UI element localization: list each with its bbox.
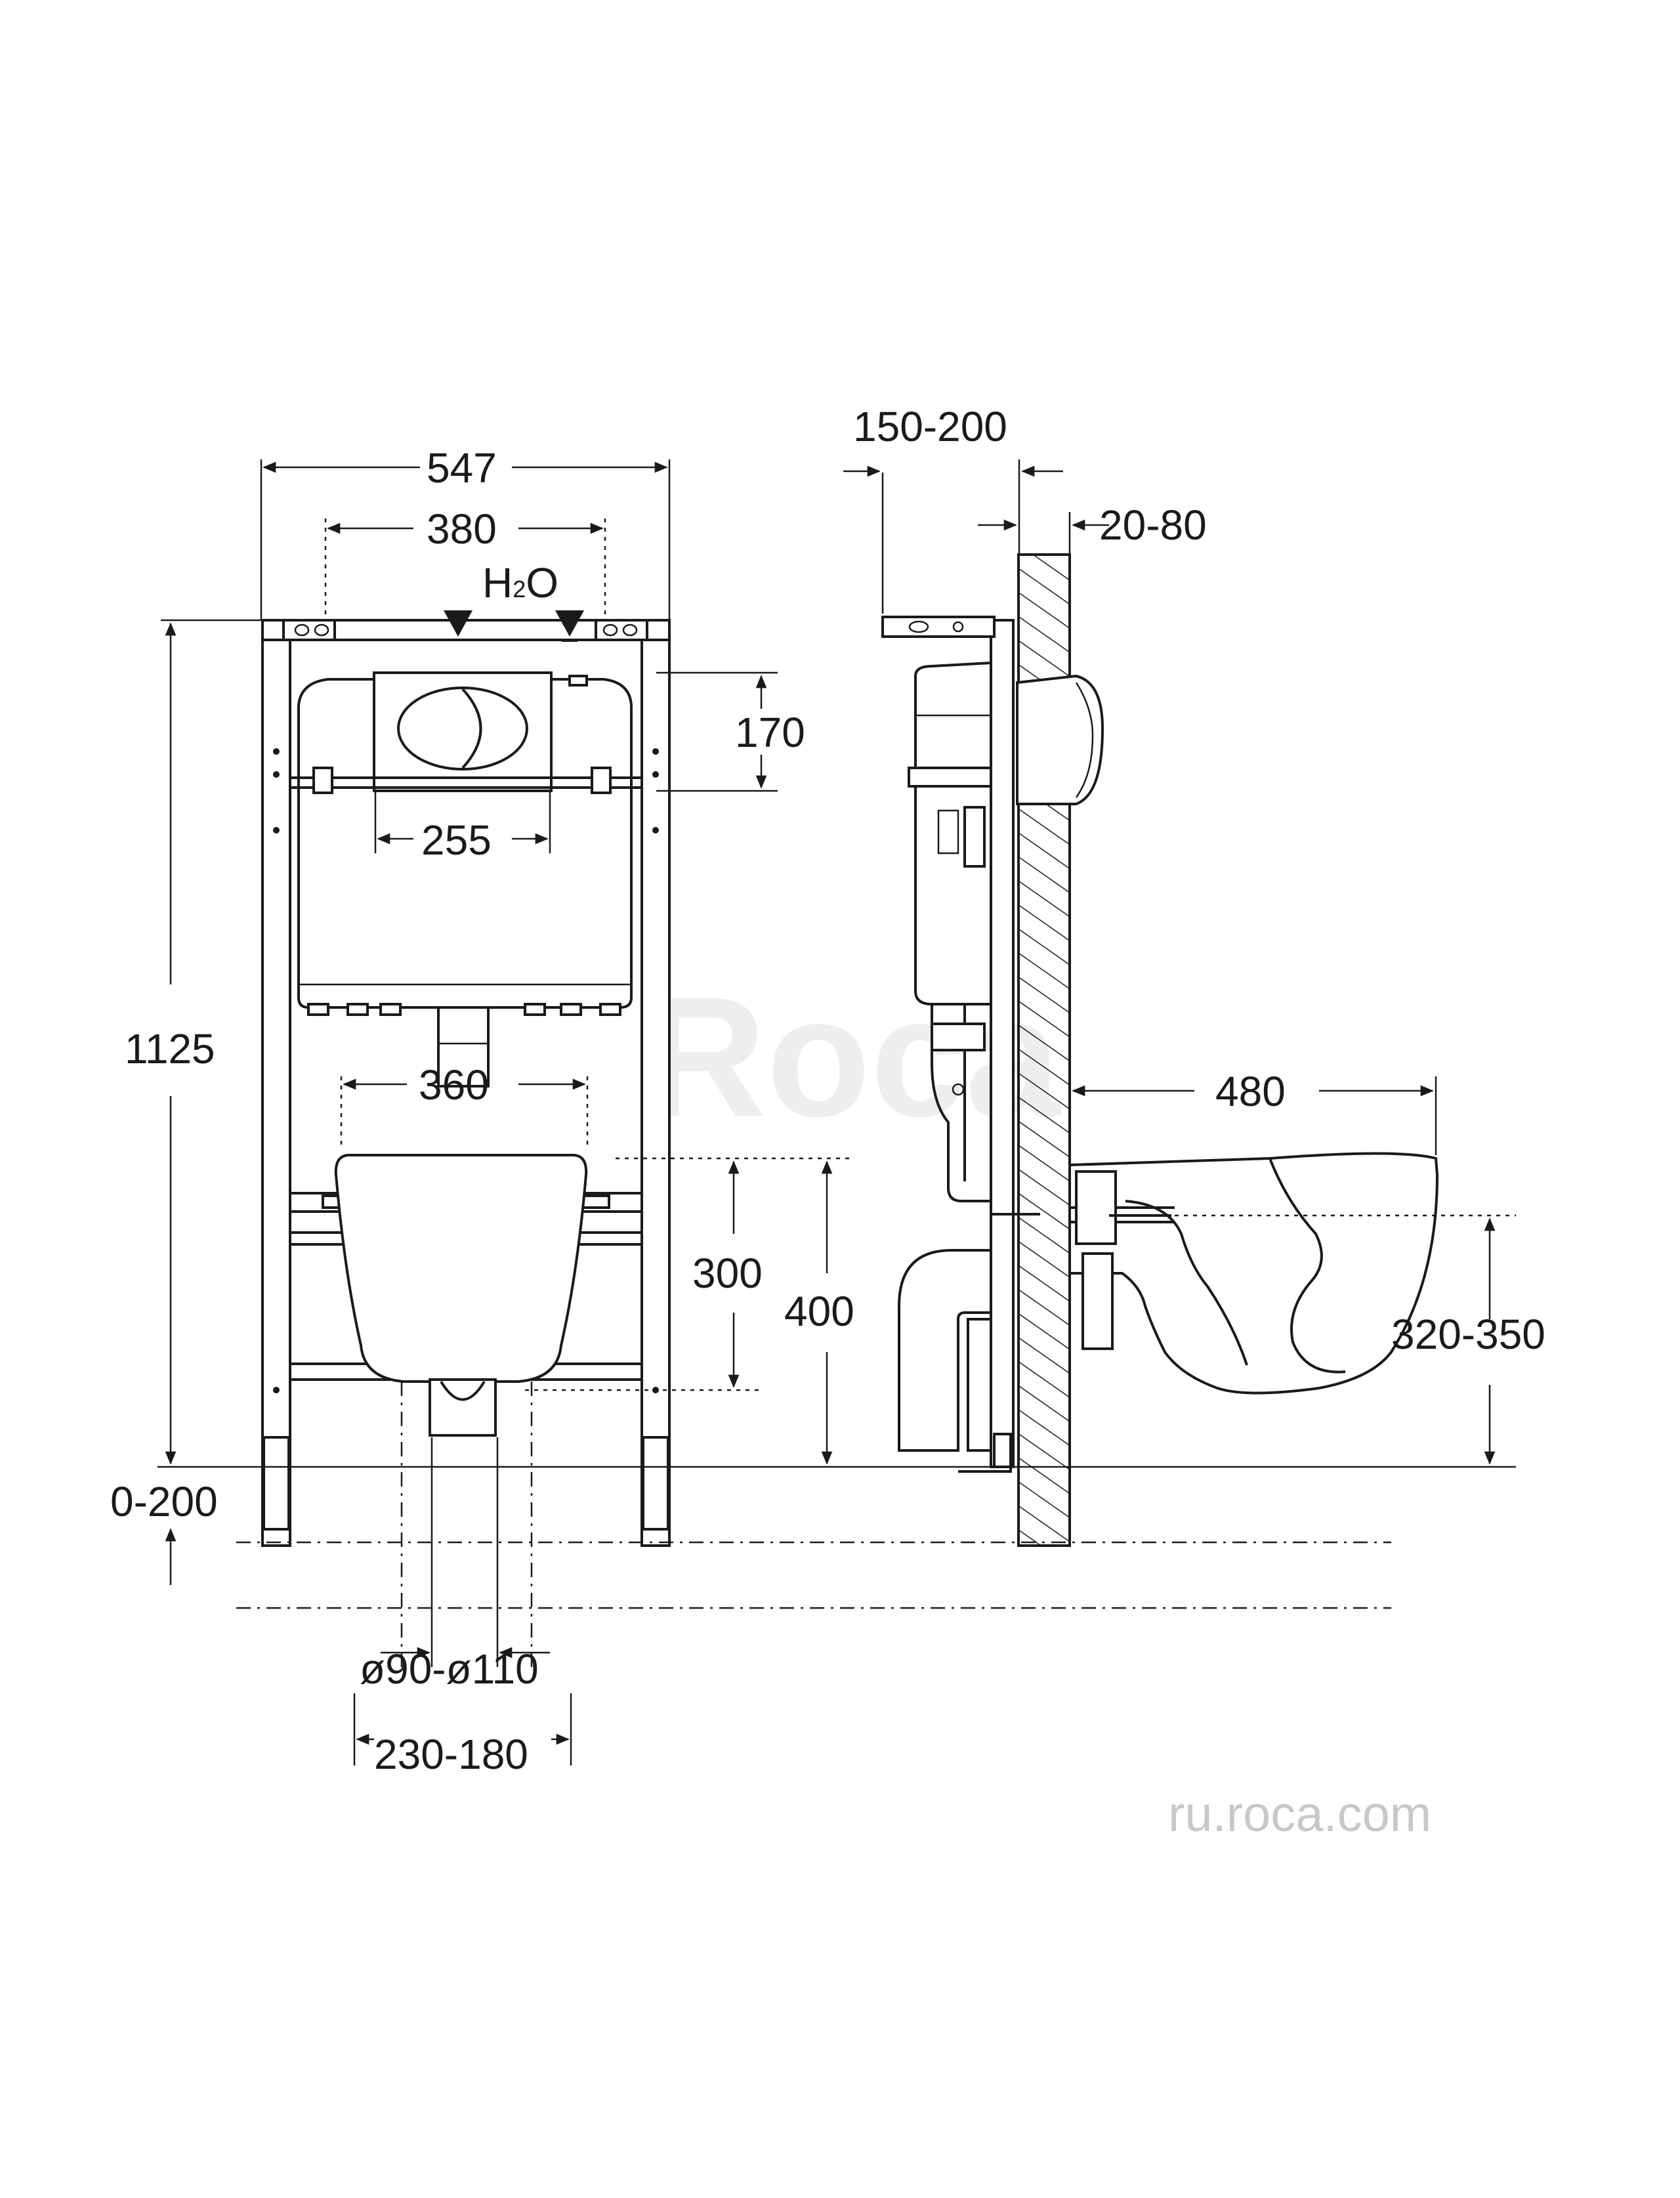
waste-outlet <box>429 1378 497 1437</box>
water-inlet-arrow-left <box>444 610 472 637</box>
label-water: H2O <box>482 559 558 606</box>
label-button-width: 255 <box>421 816 492 864</box>
toilet-bowl-front <box>334 1154 588 1383</box>
label-pipe-diameter: ø90-ø110 <box>360 1645 539 1693</box>
frame-left-post <box>261 622 291 1547</box>
label-bolt-spacing: 360 <box>419 1061 489 1109</box>
label-total-height: 1125 <box>125 1025 215 1072</box>
front-view <box>261 610 671 1547</box>
site-watermark: ru.roca.com <box>1168 1786 1431 1842</box>
toilet-bowl-side <box>1068 1152 1439 1395</box>
label-button-height: 170 <box>735 709 805 756</box>
label-pipe-offset: 230-180 <box>374 1731 528 1778</box>
label-bowl-height: 400 <box>784 1288 854 1335</box>
frame-side-post <box>990 619 1015 1468</box>
cistern-side <box>914 661 992 1005</box>
frame-right-post <box>640 622 671 1547</box>
flush-button <box>397 687 528 771</box>
label-seat-height: 320-350 <box>1391 1311 1545 1358</box>
front-dimensions <box>158 459 1516 1765</box>
flush-pipe <box>437 1006 490 1088</box>
water-inlet-arrow-right <box>555 610 584 637</box>
side-dimensions <box>843 459 1516 1465</box>
label-outlet-height: 300 <box>692 1250 763 1297</box>
label-depth-range: 150-200 <box>853 403 1007 450</box>
label-wall-range: 20-80 <box>1099 501 1207 549</box>
flush-plate <box>373 671 553 792</box>
top-bracket-right <box>595 619 648 641</box>
dimension-labels: 547 380 H2O 170 255 1125 360 300 400 0-2… <box>110 403 1545 1778</box>
label-width-total: 547 <box>427 444 497 492</box>
label-width-inner: 380 <box>427 505 497 553</box>
waste-elbow <box>898 1249 992 1452</box>
label-bowl-depth: 480 <box>1215 1068 1286 1115</box>
label-floor-range: 0-200 <box>110 1478 218 1525</box>
side-view <box>881 553 1439 1547</box>
